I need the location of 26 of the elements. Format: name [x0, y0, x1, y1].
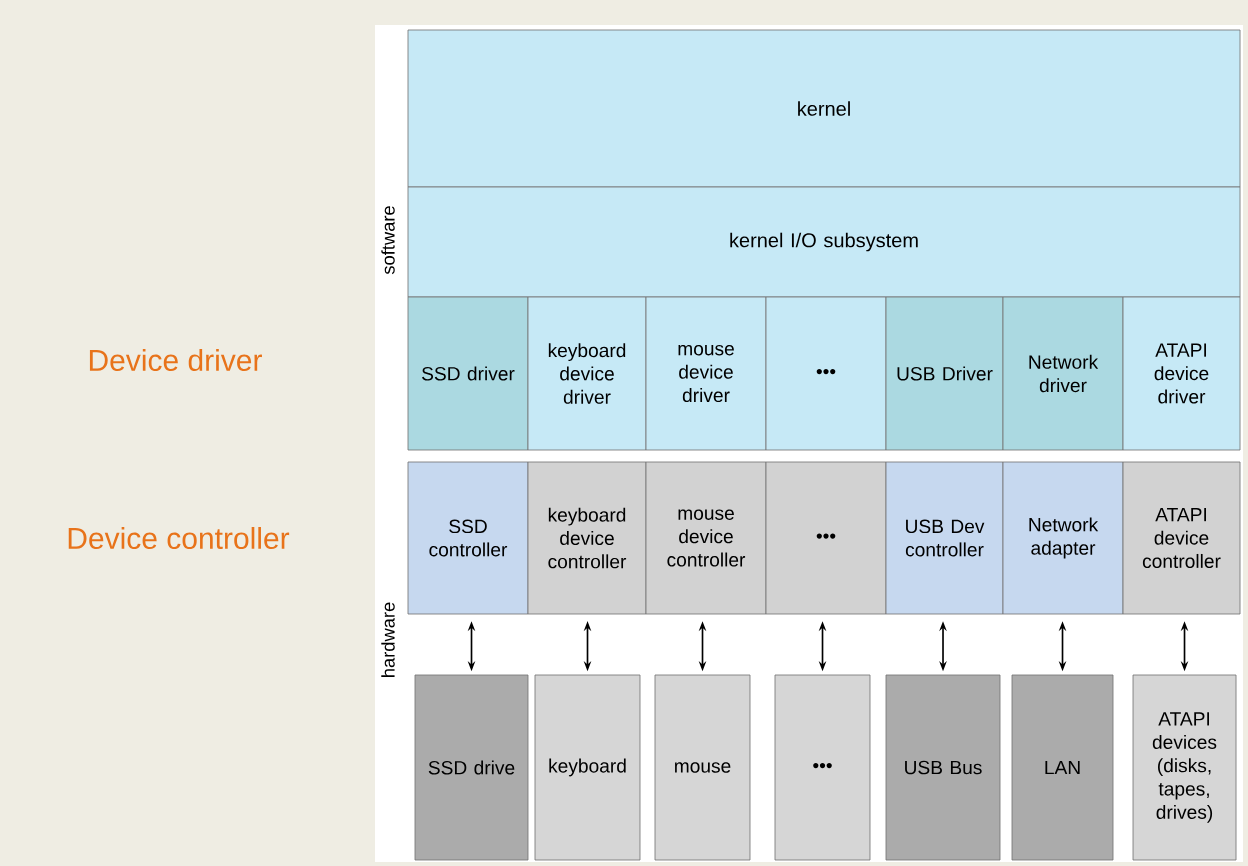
device-box: keyboard — [534, 674, 641, 861]
controller-box: ATAPI device controller — [1122, 461, 1241, 615]
device-box: mouse — [654, 674, 751, 861]
device-box: LAN — [1011, 674, 1114, 861]
controller-box: USB Dev controller — [885, 461, 1004, 615]
driver-box: mouse device driver — [645, 296, 767, 451]
driver-box: ••• — [765, 296, 887, 451]
driver-box: USB Driver — [885, 296, 1004, 451]
device-box: ATAPI devices (disks, tapes, drives) — [1132, 674, 1237, 861]
device-box: SSD drive — [414, 674, 529, 861]
driver-box: keyboard device driver — [527, 296, 647, 451]
driver-box: ATAPI device driver — [1122, 296, 1241, 451]
side-label: software — [381, 206, 395, 275]
controller-box: Network adapter — [1002, 461, 1124, 615]
row-label: Device driver — [89, 349, 262, 371]
device-box: USB Bus — [885, 674, 1001, 861]
controller-box: mouse device controller — [645, 461, 767, 615]
device-box: ••• — [774, 674, 871, 861]
controller-box: SSD controller — [407, 461, 529, 615]
kernel-box: kernel — [407, 29, 1241, 188]
controller-box: keyboard device controller — [527, 461, 647, 615]
driver-box: Network driver — [1002, 296, 1124, 451]
driver-box: SSD driver — [407, 296, 529, 451]
row-label: Device controller — [68, 527, 290, 549]
side-label: hardware — [381, 602, 395, 677]
controller-box: ••• — [765, 461, 887, 615]
